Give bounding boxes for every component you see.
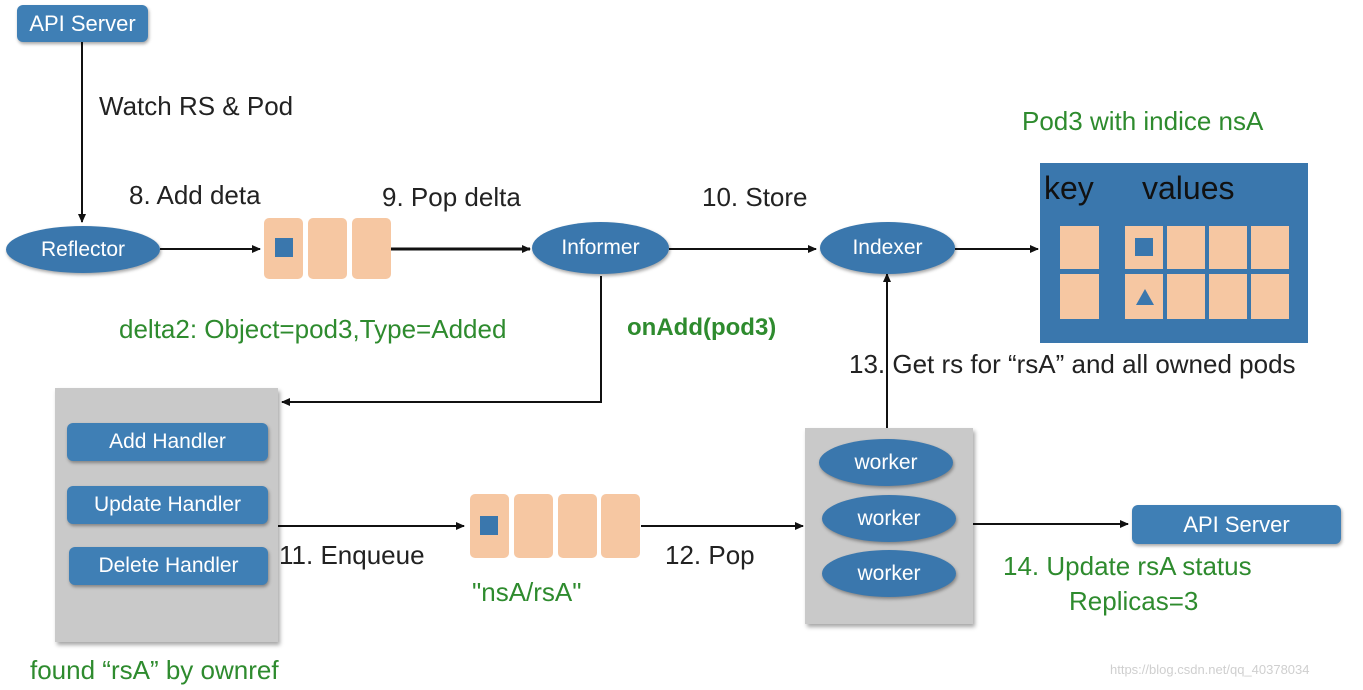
enqueue-label: 11. Enqueue: [279, 540, 425, 570]
index-store-table: key values: [1040, 163, 1308, 343]
work-queue-cell: [558, 494, 597, 558]
update-handler-label: Update Handler: [93, 493, 242, 516]
pop-delta-label: 9. Pop delta: [382, 182, 521, 212]
delta-queue-cell: [308, 218, 347, 279]
pod-triangle-icon: [1136, 289, 1154, 305]
queue-key-label: "nsA/rsA": [472, 577, 582, 607]
worker-label: worker: [857, 506, 921, 530]
delete-handler-node: Delete Handler: [69, 547, 268, 585]
indexer-node: Indexer: [820, 222, 955, 274]
replicas-label: Replicas=3: [1069, 586, 1199, 616]
pod-square-icon: [1135, 238, 1153, 256]
key-cell: [1060, 226, 1099, 269]
watch-label: Watch RS & Pod: [99, 91, 294, 121]
pod-square-icon: [275, 238, 293, 257]
arrow-informer-to-handlers: [281, 276, 602, 406]
value-cell: [1167, 226, 1205, 269]
store-label: 10. Store: [702, 182, 808, 212]
workers-panel: worker worker worker: [805, 428, 973, 624]
delta2-label: delta2: Object=pod3,Type=Added: [119, 314, 507, 344]
value-cell: [1209, 274, 1247, 319]
add-delta-label: 8. Add deta: [129, 180, 261, 210]
worker-node: worker: [819, 439, 953, 486]
informer-node: Informer: [532, 222, 669, 274]
work-queue-cell: [601, 494, 640, 558]
informer-label: Informer: [561, 236, 640, 259]
value-cell: [1251, 226, 1289, 269]
pod3-indice-label: Pod3 with indice nsA: [1022, 106, 1264, 136]
value-cell: [1167, 274, 1205, 319]
onadd-label: onAdd(pod3): [627, 314, 777, 341]
indexer-label: Indexer: [852, 236, 923, 259]
value-cell: [1251, 274, 1289, 319]
api-server-right-node: API Server: [1132, 505, 1341, 544]
worker-node: worker: [822, 550, 956, 597]
reflector-node: Reflector: [6, 226, 160, 273]
delta-queue-cell: [352, 218, 391, 279]
api-server-right-label: API Server: [1183, 511, 1290, 537]
get-rs-label: 13. Get rs for “rsA” and all owned pods: [849, 349, 1296, 379]
pop-label: 12. Pop: [665, 540, 755, 570]
work-queue-cell: [514, 494, 553, 558]
pod-square-icon: [480, 516, 498, 535]
api-server-top-label: API Server: [29, 10, 136, 36]
update-handler-node: Update Handler: [67, 486, 268, 524]
worker-label: worker: [857, 561, 921, 585]
worker-label: worker: [854, 450, 918, 474]
key-header: key: [1044, 170, 1094, 206]
add-handler-label: Add Handler: [109, 430, 226, 453]
found-by-ownref-label: found “rsA” by ownref: [30, 655, 279, 685]
values-header: values: [1142, 170, 1235, 206]
event-handlers-panel: Add Handler Update Handler Delete Handle…: [55, 388, 278, 642]
add-handler-node: Add Handler: [67, 423, 268, 461]
watermark: https://blog.csdn.net/qq_40378034: [1110, 662, 1310, 677]
value-cell: [1209, 226, 1247, 269]
worker-node: worker: [822, 495, 956, 542]
api-server-top-node: API Server: [17, 5, 148, 42]
key-cell: [1060, 274, 1099, 319]
update-status-label: 14. Update rsA status: [1003, 551, 1252, 581]
reflector-label: Reflector: [40, 237, 126, 261]
delete-handler-label: Delete Handler: [98, 554, 239, 577]
